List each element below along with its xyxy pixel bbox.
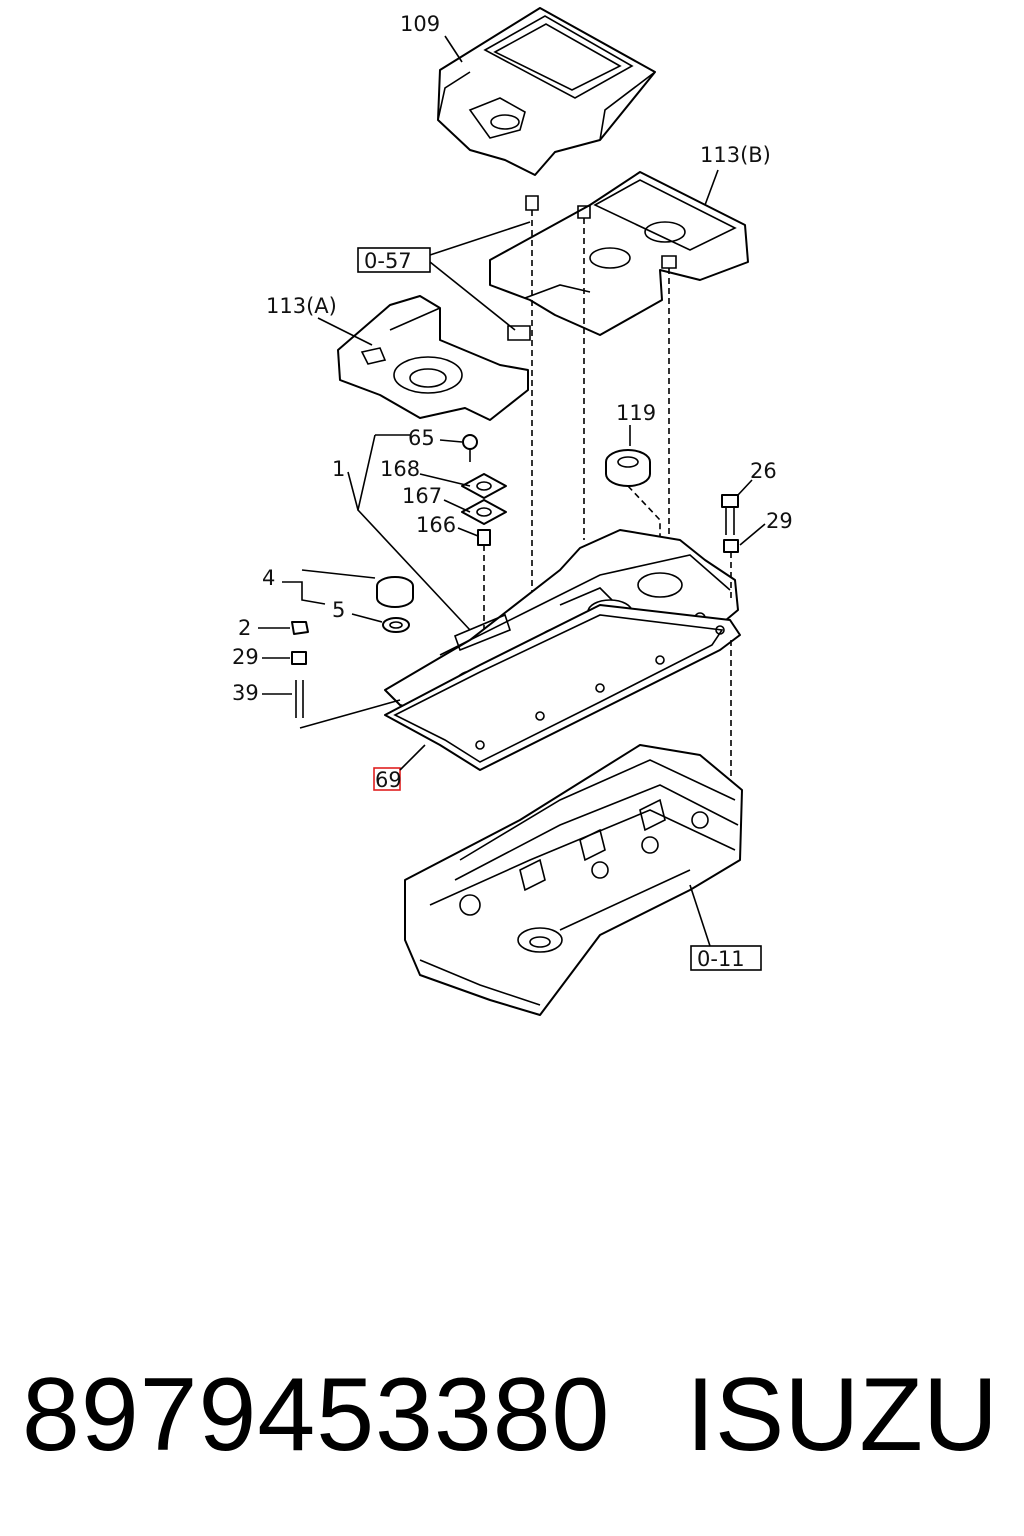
ref-box-0-11 (690, 945, 762, 971)
callout-26: 26 (750, 459, 777, 483)
callout-1: 1 (332, 457, 345, 481)
callout-166: 166 (416, 513, 456, 537)
ref-0-11: 0-11 (697, 947, 745, 971)
callout-29-right: 29 (766, 509, 793, 533)
ref-0-57: 0-57 (364, 249, 412, 273)
oil-filler-cap (376, 576, 414, 633)
callout-167: 167 (402, 484, 442, 508)
callout-113b: 113(B) (700, 143, 771, 167)
engine-top-cover-109 (437, 7, 656, 176)
callout-69: 69 (375, 768, 402, 792)
callout-109: 109 (400, 12, 440, 36)
callout-2: 2 (238, 616, 251, 640)
gasket-69 (384, 604, 741, 771)
ref-box-0-57 (357, 247, 431, 273)
callout-5: 5 (332, 598, 345, 622)
callout-69-highlight (373, 767, 401, 791)
cylinder-head (404, 744, 743, 1016)
callout-113a: 113(A) (266, 294, 337, 318)
seal-119 (605, 449, 651, 487)
left-fasteners (291, 621, 401, 729)
bolt-26 (721, 494, 739, 600)
callout-4: 4 (262, 566, 275, 590)
callout-119: 119 (616, 401, 656, 425)
footer: 8979453380 ISUZU (0, 1340, 1024, 1490)
callout-168: 168 (380, 457, 420, 481)
callout-65: 65 (408, 426, 435, 450)
callout-29-left: 29 (232, 645, 259, 669)
callout-39: 39 (232, 681, 259, 705)
brand-name: ISUZU (686, 1357, 998, 1473)
cover-113a (337, 295, 529, 421)
part-number: 8979453380 (22, 1357, 611, 1473)
cover-113b (489, 171, 749, 336)
